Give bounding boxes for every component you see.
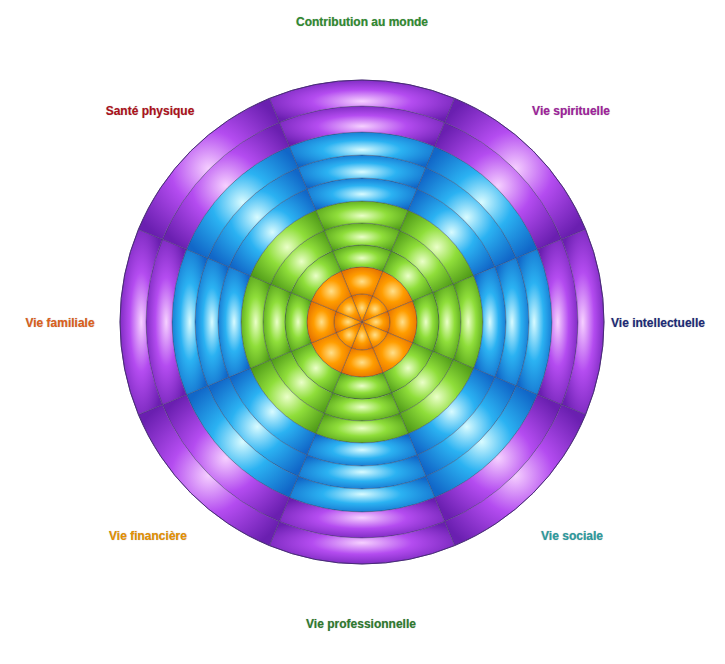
- wheel-cell: [333, 373, 392, 399]
- wheel-cell: [263, 284, 291, 360]
- area-label: Vie spirituelle: [532, 104, 610, 118]
- area-label: Vie financière: [109, 529, 187, 543]
- wheel-cell: [269, 522, 454, 564]
- area-label: Vie professionnelle: [306, 617, 416, 631]
- wheel-rim: [120, 80, 604, 564]
- area-label: Vie intellectuelle: [611, 316, 705, 330]
- wheel-cell: [120, 229, 162, 414]
- area-label: Contribution au monde: [296, 15, 428, 29]
- wheel-cell: [333, 245, 392, 271]
- wheel-cell: [269, 80, 454, 122]
- area-label: Santé physique: [106, 104, 195, 118]
- wheel-cell: [433, 284, 461, 360]
- wheel-cell: [413, 293, 439, 352]
- wheel-cell: [445, 405, 586, 546]
- wheel-cell: [138, 405, 279, 546]
- wheel-cells: [120, 80, 604, 564]
- wheel-cell: [562, 229, 604, 414]
- wheel-cell: [324, 393, 400, 421]
- area-label: Vie familiale: [25, 316, 94, 330]
- area-label: Vie sociale: [541, 529, 603, 543]
- wheel-cell: [445, 98, 586, 239]
- wheel-cell: [285, 293, 311, 352]
- wheel-cell: [324, 223, 400, 251]
- wheel-cell: [138, 98, 279, 239]
